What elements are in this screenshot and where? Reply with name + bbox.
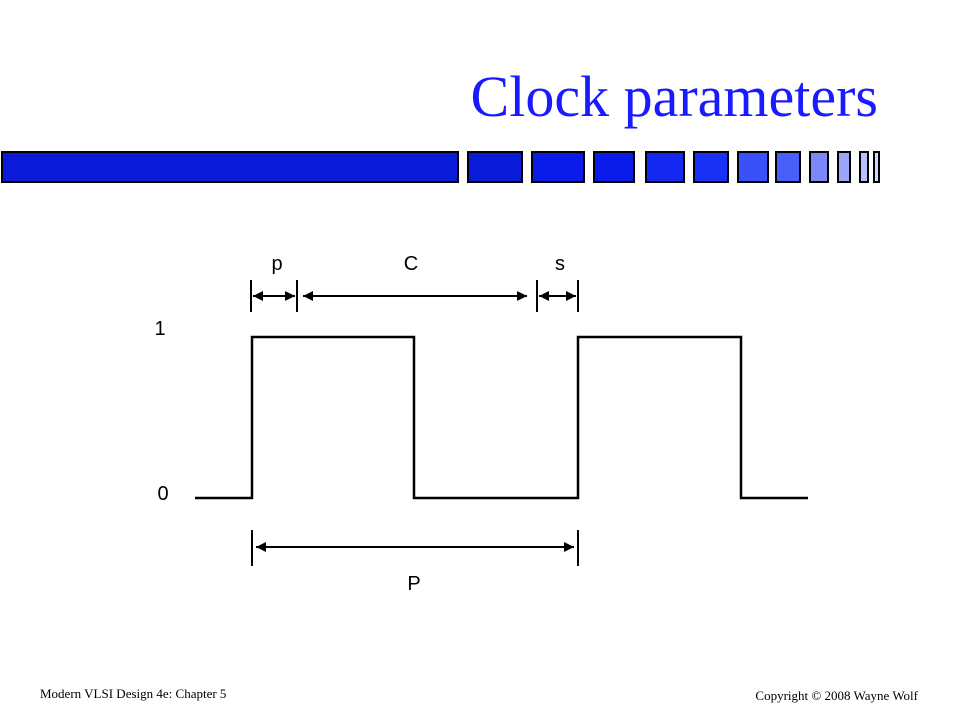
bar-segment (693, 151, 729, 183)
bar-segment (775, 151, 801, 183)
clock-waveform (195, 335, 808, 500)
slide-title: Clock parameters (470, 64, 878, 129)
s-label: s (555, 253, 565, 275)
p-label: p (271, 253, 282, 275)
bar-segment (531, 151, 585, 183)
level-low-label: 0 (157, 483, 168, 505)
c-label: C (404, 253, 418, 275)
footer-course-title: Modern VLSI Design 4e: Chapter 5 (40, 686, 227, 701)
bar-segment-long (1, 151, 459, 183)
bar-segment (467, 151, 523, 183)
bar-segment (873, 151, 880, 183)
bar-segment (737, 151, 769, 183)
bar-segment (809, 151, 829, 183)
level-high-label: 1 (154, 318, 165, 340)
bar-segment (645, 151, 685, 183)
bar-segment (859, 151, 869, 183)
period-label: P (407, 573, 420, 595)
bar-segment (837, 151, 851, 183)
decorative-bar-strip (1, 151, 880, 183)
bar-segment (593, 151, 635, 183)
footer-copyright: Copyright © 2008 Wayne Wolf (755, 688, 918, 703)
